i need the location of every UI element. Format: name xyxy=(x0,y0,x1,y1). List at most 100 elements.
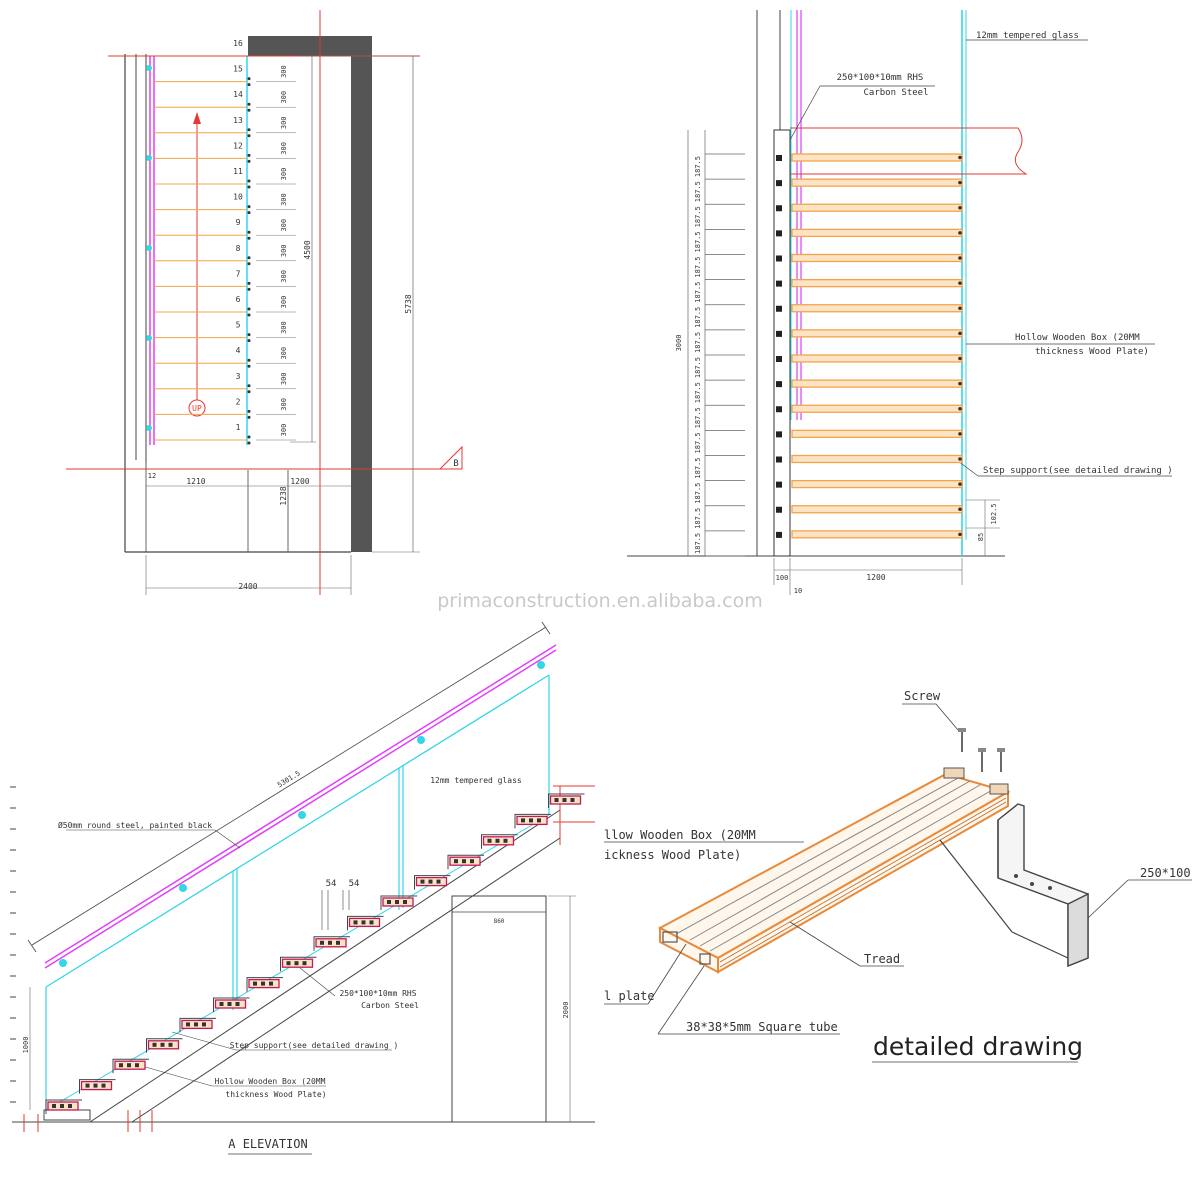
bolt-dot xyxy=(247,179,251,183)
elev-tread-core xyxy=(428,879,433,884)
step-number: 1 xyxy=(236,423,241,432)
elev-tread-core xyxy=(521,818,525,823)
bolt-dot xyxy=(247,262,251,266)
section-tread xyxy=(791,304,963,313)
section-small-1: 102.5 xyxy=(990,503,998,524)
riser-dim: 187.5 xyxy=(694,231,702,252)
riser-dim: 187.5 xyxy=(694,483,702,504)
tread-depth: 300 xyxy=(280,398,288,411)
elev-step-outline xyxy=(380,895,417,910)
glass-clamp xyxy=(958,432,962,436)
elev-tread-core xyxy=(470,859,474,864)
elev-tread-core xyxy=(562,798,567,802)
elev-tread-core xyxy=(554,798,559,802)
step-number: 16 xyxy=(233,39,243,48)
elev-tread-core xyxy=(168,1042,173,1047)
detail-rhs-label: 250*100 xyxy=(1140,866,1191,880)
elev-rhs-label-1: 250*100*10mm RHS xyxy=(339,989,416,998)
bolt-dot xyxy=(247,307,251,311)
bolt-dot xyxy=(247,287,251,291)
elev-tread-core xyxy=(328,940,332,945)
rhs-bracket xyxy=(939,803,1192,968)
section-tread xyxy=(791,153,963,162)
detail-title: detailed drawing xyxy=(873,1032,1083,1061)
elev-step-outline xyxy=(313,936,350,951)
riser-dim: 187.5 xyxy=(694,407,702,428)
bolt-dot xyxy=(247,159,251,163)
elev-tread-core xyxy=(503,838,508,843)
support-bracket xyxy=(776,330,782,337)
support-bracket xyxy=(776,180,782,187)
elev-step-outline xyxy=(112,1058,149,1074)
handrail-bracket xyxy=(59,959,67,967)
elev-door-height: 2000 xyxy=(562,1002,570,1019)
detail-tube-label: 38*38*5mm Square tube xyxy=(686,1020,838,1034)
elev-step-outline xyxy=(548,793,585,808)
bolt-dot xyxy=(247,77,251,81)
elev-tread-core xyxy=(261,981,265,986)
elev-tread-core xyxy=(387,900,391,904)
elev-tread-core xyxy=(152,1042,157,1047)
elev-step-outline xyxy=(45,1099,82,1114)
step-number: 7 xyxy=(236,269,241,278)
tread-depth: 300 xyxy=(280,91,288,104)
elev-tread-core xyxy=(529,818,533,823)
bolt-dot xyxy=(247,409,251,413)
elev-tread-core xyxy=(495,838,500,843)
dim-overall: 5738 xyxy=(404,294,413,313)
riser-dim: 187.5 xyxy=(694,181,702,202)
step-number: 15 xyxy=(233,65,243,74)
elev-tread-core xyxy=(570,798,575,802)
section-small-2: 85 xyxy=(977,533,985,541)
support-bracket xyxy=(776,481,782,488)
detail-plate-label: l plate xyxy=(604,989,655,1003)
support-bracket xyxy=(776,456,782,463)
bolt-dot xyxy=(247,236,251,240)
elev-tread-core xyxy=(436,879,441,884)
bolt-dot xyxy=(247,134,251,138)
handrail-bracket xyxy=(146,425,152,431)
section-tread xyxy=(791,454,963,464)
elev-tread-core xyxy=(403,900,407,904)
section-total-height: 3000 xyxy=(675,335,683,352)
glass-clamp xyxy=(958,306,962,311)
riser-dim: 187.5 xyxy=(694,357,702,378)
section-tread xyxy=(791,178,963,187)
elev-tread-core xyxy=(454,859,458,864)
detail-screw-label: Screw xyxy=(904,689,941,703)
elev-step-outline xyxy=(179,1017,216,1033)
dim-run: 4500 xyxy=(303,240,312,259)
bolt-dot xyxy=(247,256,251,260)
elev-dim-54-a: 54 xyxy=(326,879,337,889)
detail-tread-label: Tread xyxy=(864,952,900,966)
handrail-bracket xyxy=(298,811,306,819)
bolt-dot xyxy=(247,83,251,87)
elev-tread-core xyxy=(269,981,273,986)
riser-dim: 187.5 xyxy=(694,307,702,328)
tread-box xyxy=(657,767,1011,974)
tread-depth: 300 xyxy=(280,219,288,232)
elev-tread-core xyxy=(160,1042,165,1047)
elev-step-outline xyxy=(213,997,250,1012)
tread-depth: 300 xyxy=(280,321,288,334)
support-bracket xyxy=(776,305,782,312)
elev-tread-core xyxy=(93,1083,98,1088)
elev-step-outline xyxy=(280,956,317,972)
elev-step-outline xyxy=(414,875,451,890)
section-marker: B xyxy=(453,459,458,469)
glass-clamp xyxy=(958,231,962,235)
elev-step-outline xyxy=(79,1079,116,1094)
screws xyxy=(902,703,1005,772)
handrail-bracket xyxy=(537,661,545,669)
elev-tread-core xyxy=(302,961,307,966)
dim-left-width: 1210 xyxy=(186,477,205,486)
section-rhs-label-1: 250*100*10mm RHS xyxy=(837,73,924,83)
support-bracket xyxy=(776,431,782,438)
bolt-dot xyxy=(247,358,251,362)
section-tread xyxy=(791,278,963,288)
bolt-dot xyxy=(247,441,251,445)
elev-tread-core xyxy=(60,1104,64,1108)
tread-depth: 300 xyxy=(280,65,288,78)
elev-step-outline xyxy=(246,977,283,992)
